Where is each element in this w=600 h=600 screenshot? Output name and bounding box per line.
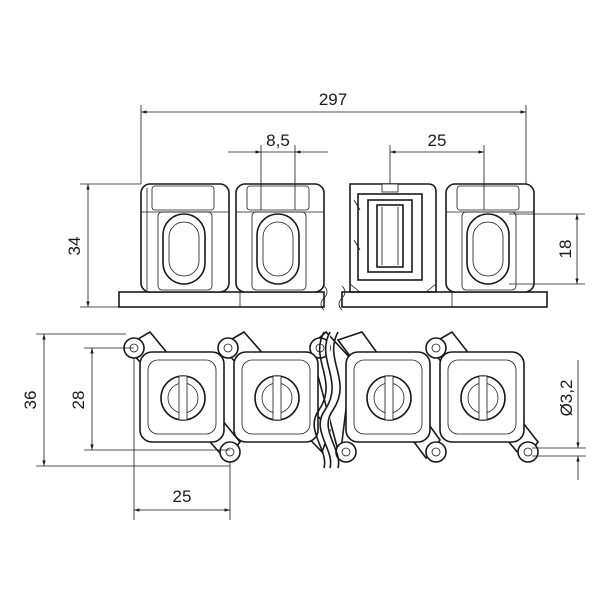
- dim-297-label: 297: [319, 90, 347, 109]
- dimension-total-width: 36: [21, 333, 230, 467]
- dimension-slot-height: 18: [509, 213, 585, 285]
- plan-terminal-2: [233, 351, 319, 443]
- dim-25-bottom-label: 25: [173, 487, 192, 506]
- side-view: 297 8,5 25 34: [65, 90, 585, 311]
- dim-8-5-label: 8,5: [266, 131, 290, 150]
- plan-terminal-1: [139, 351, 225, 443]
- dimension-hole-diameter: Ø3,2: [532, 360, 586, 480]
- break-line: [313, 331, 341, 469]
- dimension-pitch-right: 25: [389, 131, 485, 210]
- dimension-inner-width: 28: [69, 347, 230, 451]
- plan-terminal-4: [439, 351, 525, 443]
- dim-25-top-label: 25: [428, 131, 447, 150]
- base-rail: [118, 285, 548, 311]
- terminal-block-section: [349, 183, 437, 293]
- plan-terminal-3: [345, 351, 431, 443]
- terminal-block-1: [140, 183, 230, 293]
- terminal-block-2: [235, 183, 325, 293]
- dim-diameter-label: Ø3,2: [557, 380, 576, 417]
- dimension-pitch-top: 8,5: [228, 131, 328, 210]
- terminal-block-4: [445, 183, 535, 293]
- dim-18-label: 18: [556, 240, 575, 259]
- dim-28-label: 28: [69, 391, 88, 410]
- dimension-pitch-bottom: 25: [133, 358, 231, 520]
- dim-36-label: 36: [21, 391, 40, 410]
- dimension-height: 34: [65, 183, 141, 308]
- dimension-overall-length: 297: [140, 90, 527, 184]
- plan-view: 36 28 25 Ø3,2: [21, 330, 586, 520]
- dim-34-label: 34: [65, 237, 84, 256]
- pin-holes: [123, 337, 539, 463]
